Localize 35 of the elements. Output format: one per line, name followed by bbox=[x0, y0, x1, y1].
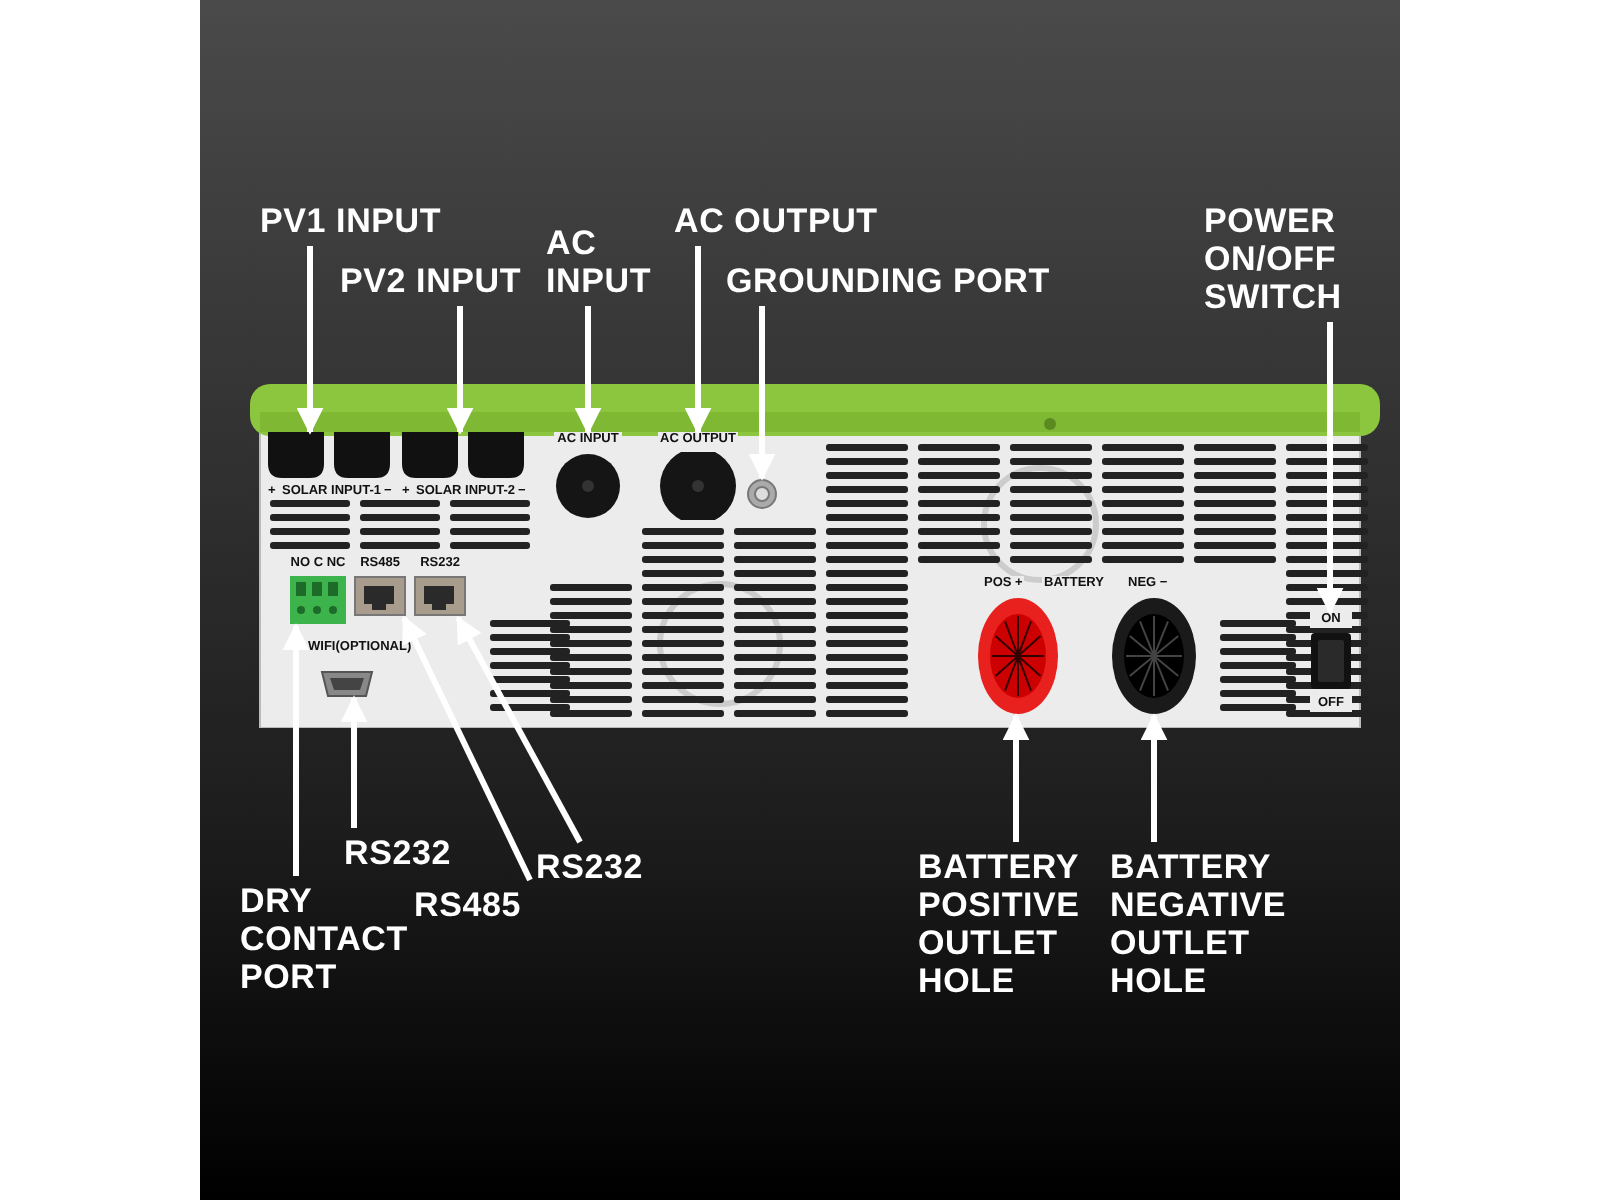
callout-label: AC OUTPUT bbox=[674, 202, 914, 240]
leader-arrow bbox=[1140, 713, 1168, 842]
leader-arrow bbox=[1002, 713, 1030, 842]
leader-arrow bbox=[340, 695, 368, 828]
leader-arrow bbox=[748, 306, 776, 481]
grounding-screw bbox=[746, 478, 778, 510]
leader-arrow bbox=[296, 246, 324, 435]
pv-input-sockets bbox=[266, 432, 392, 480]
terminal-block bbox=[290, 556, 346, 626]
callout-label: RS232 bbox=[344, 834, 484, 872]
battery-positive-outlet bbox=[976, 596, 1060, 716]
callout-label: RS485 bbox=[414, 886, 554, 924]
leader-arrow bbox=[574, 306, 602, 435]
callout-label: GROUNDING PORT bbox=[726, 262, 1086, 300]
leader-arrow bbox=[1316, 322, 1344, 615]
callout-label: BATTERY POSITIVE OUTLET HOLE bbox=[918, 848, 1098, 1000]
battery-negative-outlet bbox=[1110, 596, 1198, 716]
serial-port bbox=[320, 670, 374, 698]
inverter-drawing bbox=[250, 384, 1380, 728]
network-port bbox=[414, 556, 466, 618]
leader-arrow bbox=[401, 615, 533, 882]
network-port bbox=[354, 556, 406, 618]
ac-output-socket bbox=[658, 432, 738, 520]
leader-arrow bbox=[282, 623, 310, 876]
leader-arrow bbox=[446, 306, 474, 435]
callout-label: BATTERY NEGATIVE OUTLET HOLE bbox=[1110, 848, 1290, 1000]
callout-label: PV1 INPUT bbox=[260, 202, 520, 240]
leader-arrow bbox=[684, 246, 712, 435]
ac-input-socket bbox=[554, 432, 622, 520]
pv-input-sockets bbox=[400, 432, 526, 480]
callout-label: RS232 bbox=[536, 848, 676, 886]
callout-label: AC INPUT bbox=[546, 224, 666, 300]
power-switch bbox=[1310, 612, 1352, 712]
callout-label: POWER ON/OFF SWITCH bbox=[1204, 202, 1384, 316]
leader-arrow bbox=[455, 615, 583, 844]
